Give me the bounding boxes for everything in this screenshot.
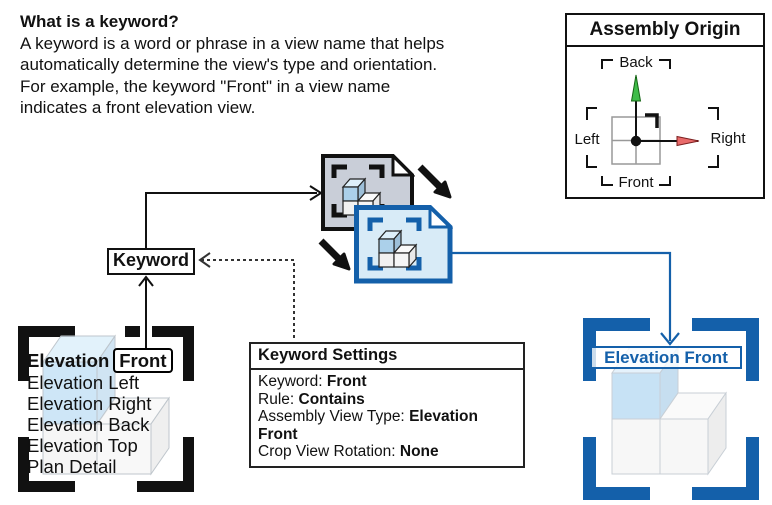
keyword-settings-rows: Keyword: Front Rule: Contains Assembly V…: [251, 370, 523, 466]
origin-right-label: Right: [710, 130, 746, 147]
crop-bracket-bottom-left-icon: [18, 437, 75, 492]
arrowhead-left-icon: [198, 252, 211, 268]
back-axis-arrow-icon: [630, 74, 642, 102]
arrowhead-right-icon: [309, 185, 323, 201]
keyword-settings-title: Keyword Settings: [251, 344, 523, 370]
crop-bracket-bottom-left-icon: [583, 437, 650, 500]
origin-bracket-marks-icon: [586, 59, 719, 186]
model-cubes-icon: [377, 229, 418, 269]
intro-line-1: A keyword is a word or phrase in a view …: [20, 33, 445, 53]
result-view-label: Elevation Front: [590, 346, 742, 369]
crop-bracket-top-right-icon: [692, 318, 759, 381]
keyword-settings-box: Keyword Settings Keyword: Front Rule: Co…: [249, 342, 525, 468]
view-list-item: Elevation Left: [27, 372, 140, 393]
assembly-origin-box: Assembly Origin Back Front Left Right: [565, 13, 765, 199]
arrowhead-up-icon: [138, 275, 154, 287]
transition-arrow-icon: [417, 164, 452, 199]
assembly-origin-title: Assembly Origin: [567, 15, 763, 47]
crop-bracket-top-right-icon: [125, 326, 194, 381]
intro-title: What is a keyword?: [20, 12, 179, 31]
origin-point-icon: [630, 135, 642, 147]
crop-bracket-marks-icon: [367, 217, 422, 271]
view-list-item: Elevation Back: [27, 414, 150, 435]
origin-front-label: Front: [618, 174, 654, 191]
bracket-line-gap: [140, 324, 152, 340]
keyword-box: Keyword: [107, 248, 195, 275]
origin-back-label: Back: [619, 54, 653, 71]
elevation-front-view: Elevation Front: [583, 318, 759, 500]
crop-bracket-bottom-right-icon: [137, 437, 194, 492]
keyword-box-label: Keyword: [112, 250, 190, 270]
intro-line-3: For example, the keyword "Front" in a vi…: [20, 76, 391, 96]
origin-left-label: Left: [574, 131, 600, 148]
view-list-item: Elevation Top: [27, 435, 138, 456]
intro-line-4: indicates a front elevation view.: [20, 98, 256, 117]
setting-row-keyword: Keyword: Front: [258, 373, 367, 390]
matched-view-document-icon: [354, 205, 453, 284]
setting-row-view-type: Assembly View Type: Elevation Front: [258, 408, 478, 443]
view-list-item: Elevation Right: [27, 393, 152, 414]
right-axis-arrow-icon: [676, 135, 700, 147]
faint-model-cubes-icon: [42, 334, 170, 476]
intro-text-block: What is a keyword? A keyword is a word o…: [20, 11, 444, 119]
setting-row-rotation: Crop View Rotation: None: [258, 443, 439, 460]
intro-line-2: automatically determine the view's type …: [20, 55, 438, 74]
setting-row-rule: Rule: Contains: [258, 390, 365, 408]
assembly-origin-diagram: [586, 59, 719, 186]
highlight-prefix: Elevation: [27, 350, 110, 371]
transition-arrow-icon: [318, 238, 351, 271]
view-list-item: Plan Detail: [27, 456, 117, 477]
crop-bracket-top-left-icon: [18, 326, 75, 381]
crop-bracket-bottom-right-icon: [692, 437, 759, 500]
keyword-highlight-chip: Front: [113, 348, 173, 373]
